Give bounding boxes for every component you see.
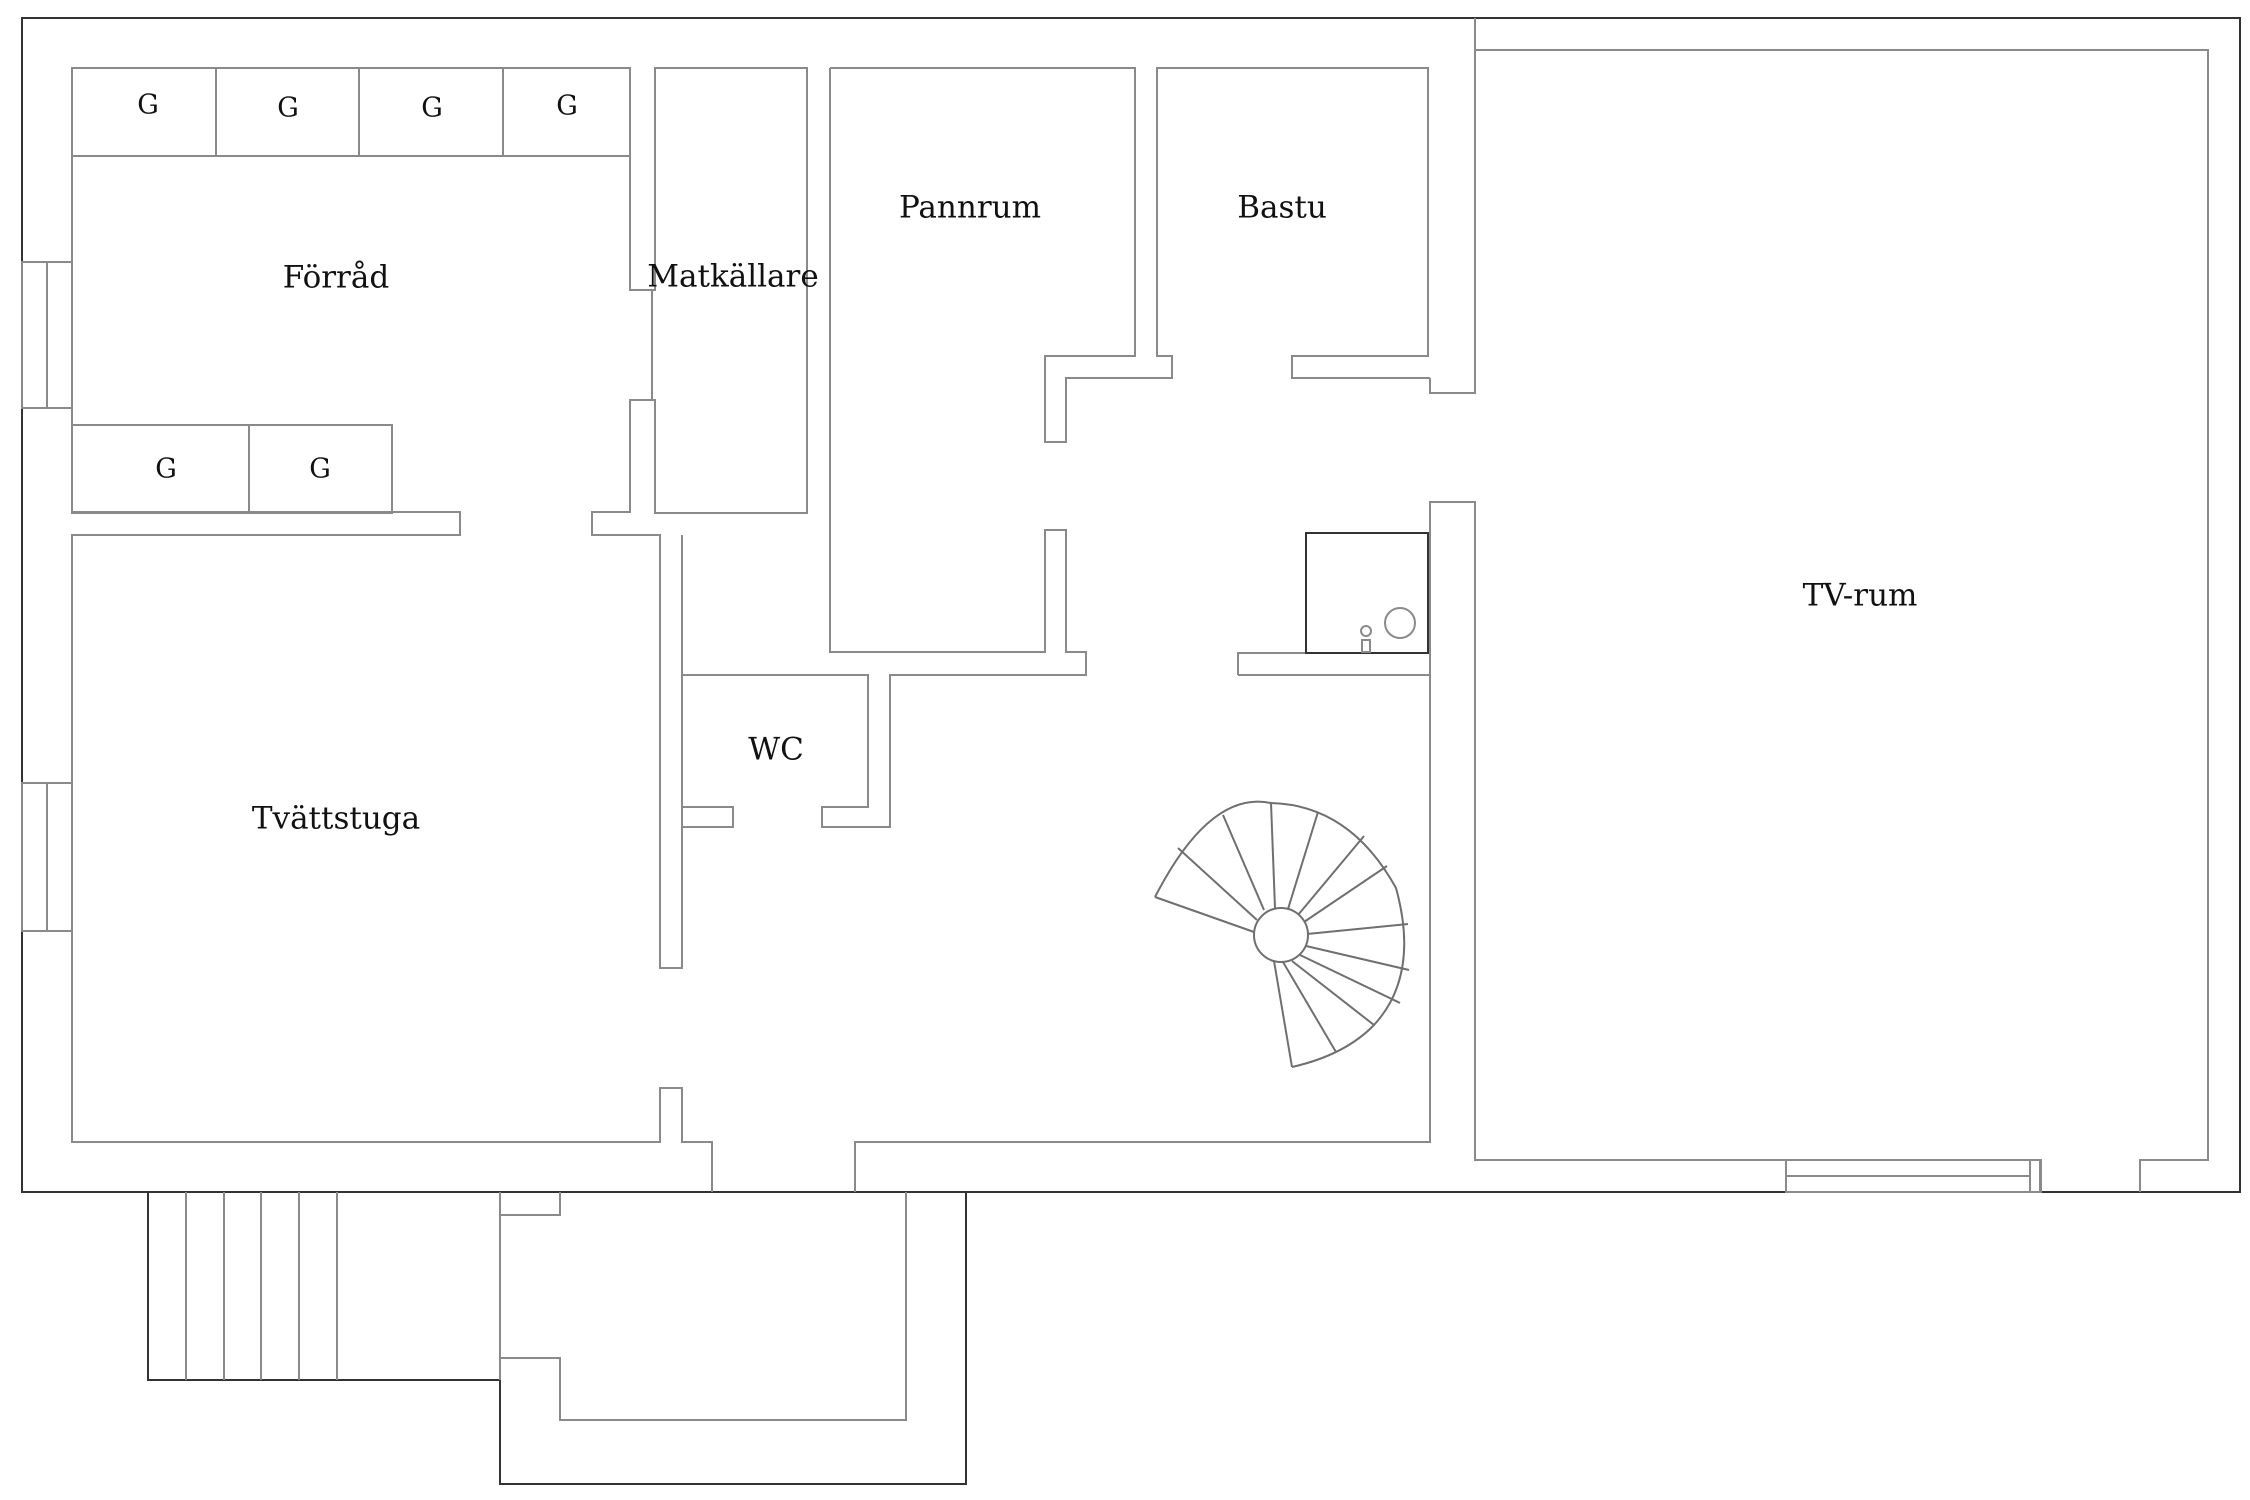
storage-label: G: [277, 93, 299, 124]
room-label-forrad: Förråd: [283, 260, 389, 296]
room-label-tv-rum: TV-rum: [1803, 578, 1918, 614]
storage-label: G: [309, 454, 331, 485]
tv-window: [1785, 1159, 2042, 1193]
storage-top-row: [71, 67, 631, 157]
room-label-pannrum: Pannrum: [899, 190, 1041, 226]
storage-label: G: [155, 454, 177, 485]
storage-label: G: [556, 91, 578, 122]
storage-label: G: [421, 93, 443, 124]
wc-walls: [681, 674, 869, 828]
pannrum-walls: [821, 67, 1430, 828]
room-label-wc: WC: [748, 732, 804, 768]
room-label-tvattstuga: Tvättstuga: [252, 801, 420, 837]
room-label-bastu: Bastu: [1237, 190, 1327, 226]
storage-bottom-row: [71, 424, 393, 514]
storage-label: G: [137, 90, 159, 121]
left-windows: [21, 261, 73, 932]
matkallare-walls: [630, 67, 808, 514]
hall-right-walls: [1237, 532, 1431, 1142]
spiral-staircase: [1154, 800, 1410, 1068]
room-label-matkallare: Matkällare: [647, 259, 818, 295]
entrance-steps: [147, 1192, 967, 1485]
